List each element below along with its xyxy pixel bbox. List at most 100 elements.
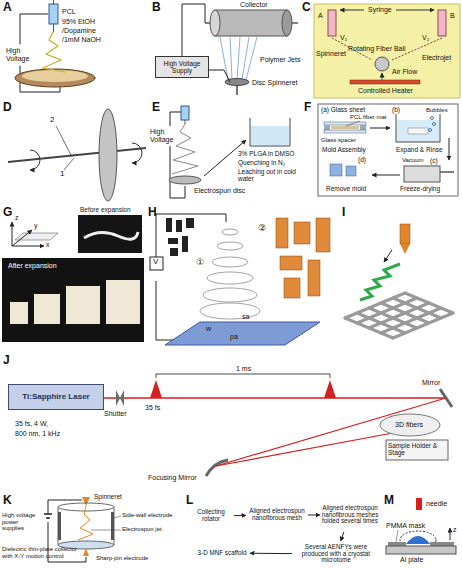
annotation-label: Vacuum bbox=[402, 157, 424, 164]
node-text: High Voltage Supply bbox=[156, 60, 208, 74]
rotating-ball-setup-part bbox=[375, 57, 389, 71]
disc-spinneret-setup-part bbox=[215, 10, 287, 36]
rotating-ball-setup-part bbox=[396, 10, 434, 11]
rotating-disc-collector-part bbox=[8, 148, 146, 162]
rotating-ball-setup-part bbox=[382, 73, 383, 80]
tubular-scaffold-setup-part-part bbox=[203, 288, 257, 302]
rotating-disc-collector bbox=[8, 109, 146, 201]
panel-letter: D bbox=[3, 101, 12, 114]
annotation-label: Electrojet bbox=[422, 54, 451, 62]
tubular-scaffold-setup-part-part bbox=[182, 236, 188, 252]
masked-collector-setup-part bbox=[450, 528, 451, 540]
tubular-scaffold-setup-part bbox=[166, 218, 194, 256]
panel-letter: L bbox=[186, 494, 193, 507]
mold-expansion-steps-part bbox=[440, 171, 454, 173]
rotating-ball-setup-part bbox=[340, 10, 364, 11]
panel-letter: E bbox=[152, 101, 160, 114]
annotation-label: Bubbles bbox=[426, 107, 448, 114]
printed-grid-scaffold-part-part bbox=[345, 318, 393, 338]
mold-expansion-steps-part bbox=[324, 122, 366, 125]
annotation-label: Rotating Fiber Ball bbox=[348, 45, 406, 53]
tubular-scaffold-setup-part-part bbox=[186, 218, 194, 228]
annotation-label: ① bbox=[196, 258, 204, 268]
annotation-label: High voltage power supplies bbox=[2, 512, 42, 532]
annotation-label: Spinneret bbox=[94, 493, 122, 500]
mold-expansion-steps-part bbox=[396, 114, 440, 142]
femtosecond-laser-setup-part bbox=[380, 414, 440, 436]
mold-expansion-steps-part bbox=[429, 129, 432, 132]
3d-electrospinning-setup-part bbox=[44, 513, 52, 515]
annotation-label: /Dopamine bbox=[62, 27, 96, 35]
rotating-ball-setup-part bbox=[350, 80, 420, 84]
printed-grid-scaffold bbox=[345, 224, 453, 338]
masked-collector-setup bbox=[386, 498, 456, 554]
quenching-setup-part bbox=[250, 118, 290, 146]
annotation-label: (b) bbox=[392, 106, 400, 113]
printed-grid-scaffold-part-part bbox=[369, 308, 417, 328]
electrospinning-setup-a-part bbox=[53, 24, 54, 32]
annotation-label: A bbox=[318, 12, 323, 20]
mold-expansion-steps-part bbox=[408, 128, 428, 134]
annotation-label: Focusing Mirror bbox=[148, 474, 197, 482]
mold-expansion-steps-part bbox=[433, 123, 436, 126]
mold-expansion-steps-part bbox=[449, 138, 450, 160]
masked-collector-setup-part bbox=[406, 536, 430, 544]
annotation-label: Sharp-pin electrode bbox=[96, 555, 148, 562]
rotating-disc-collector-part bbox=[132, 143, 142, 163]
tubular-scaffold-setup-part-part bbox=[280, 256, 302, 270]
annotation-label: Polymer Jets bbox=[260, 56, 300, 64]
femtosecond-laser-setup-part bbox=[150, 380, 162, 398]
annotation-label: pa bbox=[230, 333, 238, 341]
printed-grid-scaffold-part bbox=[400, 244, 410, 254]
expansion-photos-part bbox=[66, 286, 100, 324]
disc-spinneret-setup-part-part bbox=[230, 37, 232, 80]
printed-grid-scaffold-part-part bbox=[405, 293, 453, 313]
annotation-label: Al plate bbox=[400, 556, 423, 564]
annotation-label: 3D fibers bbox=[395, 421, 423, 429]
panel-letter: F bbox=[304, 101, 311, 114]
mold-expansion-steps-part bbox=[431, 117, 434, 120]
masked-collector-setup-part bbox=[416, 498, 422, 510]
panel-letter: J bbox=[3, 354, 10, 367]
femtosecond-laser-setup-part bbox=[216, 432, 398, 466]
expansion-photos-part bbox=[10, 302, 28, 324]
annotation-label: Mirror bbox=[422, 379, 440, 387]
panel-letter: K bbox=[3, 494, 12, 507]
annotation-label: 35 fs, 4 W, bbox=[15, 420, 48, 428]
masked-collector-setup-part bbox=[388, 542, 406, 546]
node-text: 3-D MNF scaffold bbox=[198, 550, 247, 557]
process-step-box: Aligned electrospun nanofibrous mesh bbox=[246, 500, 308, 530]
annotation-label: z bbox=[15, 214, 19, 222]
expansion-photos-part bbox=[106, 280, 140, 324]
annotation-label: Dielectric thin-plate collector with X-Y… bbox=[2, 546, 82, 559]
3d-electrospinning-setup-part bbox=[111, 512, 114, 540]
mold-expansion-steps-part bbox=[331, 126, 359, 129]
panel-letter: M bbox=[384, 494, 394, 507]
annotation-label: Quenching in N₂ bbox=[238, 159, 285, 166]
annotation-label: Leaching out in cold water bbox=[238, 168, 296, 182]
tubular-scaffold-setup-part bbox=[200, 229, 260, 319]
tubular-scaffold-setup-part bbox=[165, 322, 320, 345]
annotation-label: Expand & Rinse bbox=[396, 146, 443, 153]
annotation-label: w bbox=[206, 325, 211, 333]
tubular-scaffold-setup-part-part bbox=[294, 222, 310, 244]
electrospinning-setup-a-part bbox=[49, 4, 58, 24]
annotation-label: (c) bbox=[430, 157, 438, 164]
tubular-scaffold-setup-part-part bbox=[207, 272, 253, 284]
electrospinning-setup-a-part bbox=[22, 70, 88, 82]
annotation-label: Air Flow bbox=[392, 68, 417, 76]
process-step-box: Collecting rotator bbox=[188, 505, 234, 527]
printed-grid-scaffold-part-part bbox=[393, 298, 441, 318]
disc-spinneret-setup-part-part bbox=[237, 37, 240, 80]
tubular-scaffold-setup-part-part bbox=[284, 278, 300, 298]
annotation-label: /1mM NaOH bbox=[62, 36, 101, 44]
tubular-scaffold-setup-part-part bbox=[170, 248, 178, 256]
3d-electrospinning-setup-part bbox=[58, 512, 61, 540]
tubular-scaffold-setup-part-part bbox=[276, 218, 288, 248]
printed-grid-scaffold-part bbox=[384, 250, 392, 262]
node-text: Several AENFYs were produced with a cryo… bbox=[292, 544, 380, 565]
annotation-label: After expansion bbox=[8, 262, 57, 270]
annotation-label: High Voltage bbox=[150, 128, 176, 143]
panel-letter: H bbox=[148, 206, 157, 219]
